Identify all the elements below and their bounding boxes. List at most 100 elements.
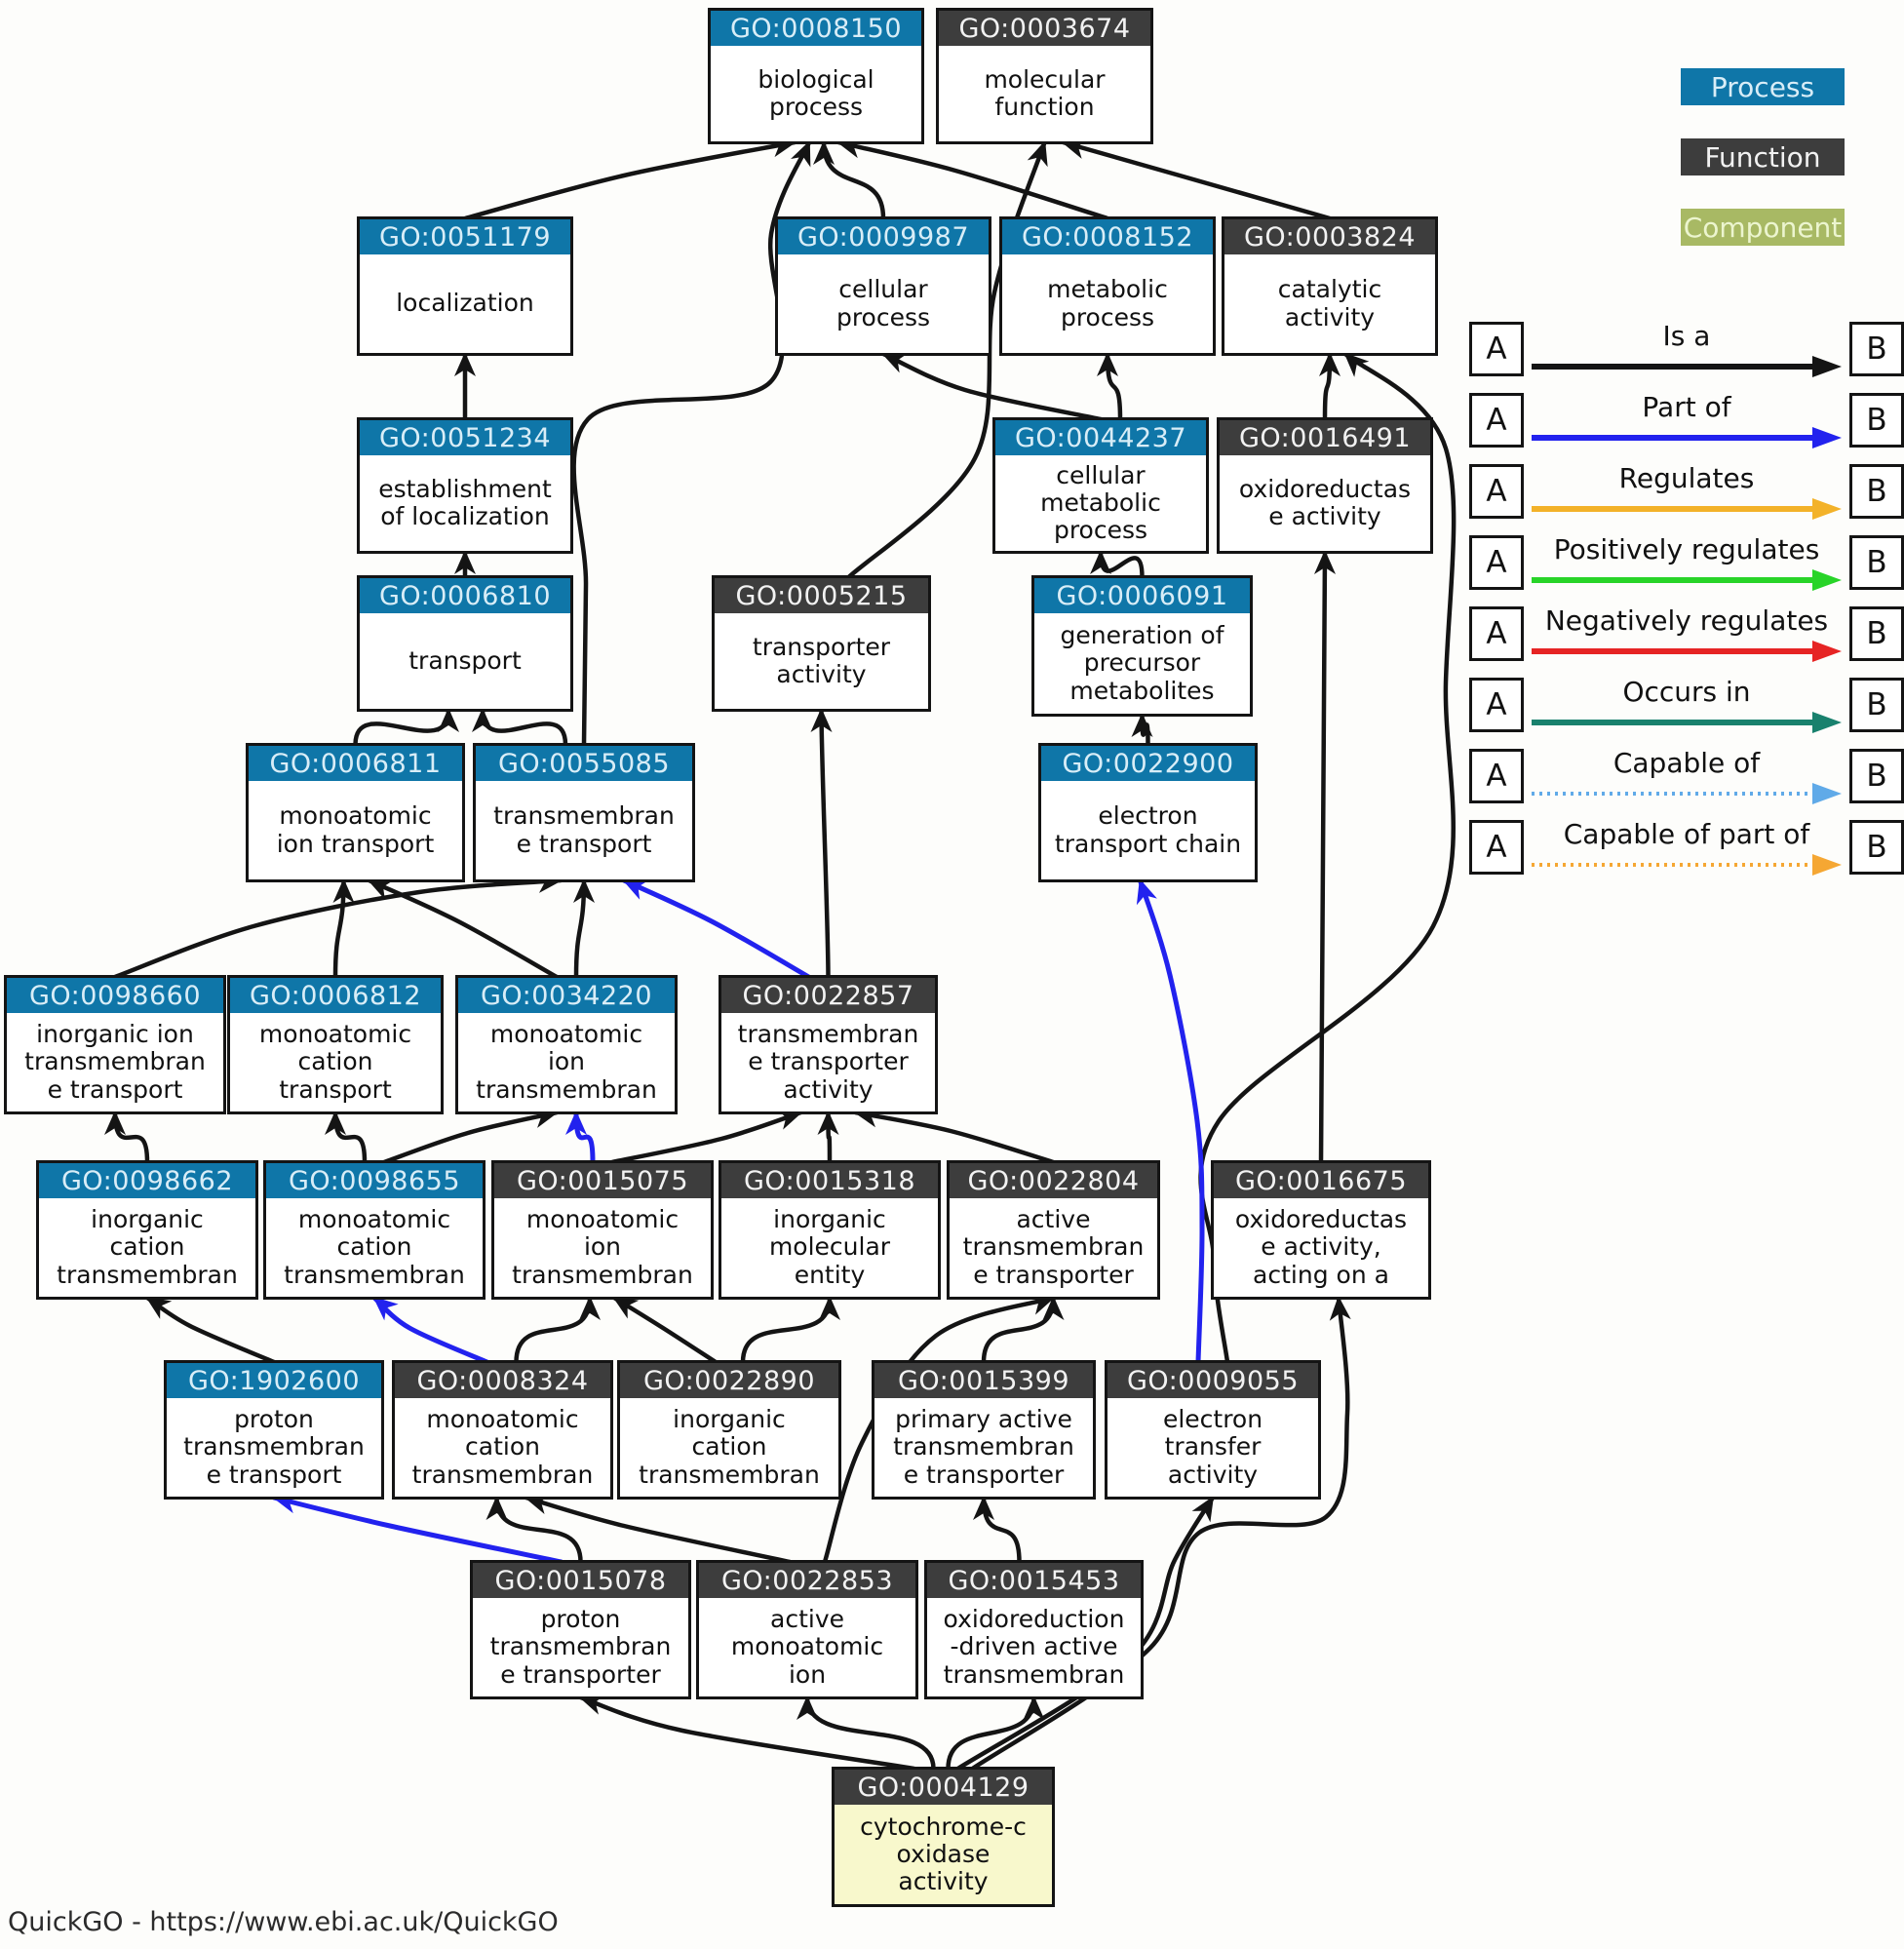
legend-node-a: A: [1469, 464, 1524, 519]
legend-node-b: B: [1849, 464, 1904, 519]
edge-is_a: [332, 877, 355, 980]
edge-is_a: [846, 139, 1048, 580]
edge-part_of: [565, 1110, 596, 1165]
edge-is_a: [578, 1694, 916, 1772]
go-term-label: active transmembran e transporter: [950, 1198, 1157, 1297]
go-id: GO:0006810: [360, 578, 570, 613]
go-id: GO:0015453: [927, 1563, 1141, 1598]
quickgo-attribution: QuickGO - https://www.ebi.ac.uk/QuickGO: [8, 1907, 559, 1937]
legend-node-a: A: [1469, 678, 1524, 732]
go-term-label: monoatomic ion transport: [249, 781, 462, 879]
edge-is_a: [1097, 351, 1123, 422]
go-id: GO:0098655: [266, 1163, 483, 1198]
go-id: GO:0006812: [230, 978, 441, 1013]
edge-is_a: [611, 1295, 719, 1365]
legend-node-a: A: [1469, 393, 1524, 448]
go-id: GO:0022853: [699, 1563, 915, 1598]
legend-node-b: B: [1849, 535, 1904, 590]
relation-arrow-icon: [1532, 712, 1842, 733]
edge-is_a: [817, 1110, 839, 1165]
edge-is_a: [835, 136, 1110, 221]
edge-part_of: [271, 1492, 563, 1565]
go-term-label: monoatomic cation transmembran: [266, 1198, 483, 1297]
relation-label: Part of: [1642, 391, 1731, 423]
relation-arrow-icon: [1532, 498, 1842, 520]
go-id: GO:0098660: [7, 978, 223, 1013]
edge-is_a: [609, 1109, 803, 1165]
go-id: GO:0044237: [995, 420, 1206, 455]
go-term-label: inorganic cation transmembran: [39, 1198, 255, 1297]
go-id: GO:0022857: [721, 978, 935, 1013]
go-id: GO:0055085: [476, 746, 692, 781]
edge-is_a: [973, 1495, 1022, 1565]
edge-is_a: [462, 136, 797, 221]
go-term-label: monoatomic cation transport: [230, 1013, 441, 1111]
legend-node-b: B: [1849, 322, 1904, 376]
relation-arrow-icon: [1532, 356, 1842, 377]
go-term-label: oxidoreductas e activity, acting on a: [1214, 1198, 1428, 1297]
legend-node-a: A: [1469, 749, 1524, 803]
go-id: GO:0051179: [360, 219, 570, 254]
go-id: GO:0022900: [1041, 746, 1255, 781]
edge-is_a: [112, 871, 563, 980]
relation-legend-row: A Occurs in B: [1469, 676, 1904, 736]
go-id: GO:0009987: [778, 219, 989, 254]
go-term-label: biological process: [711, 46, 921, 141]
edge-is_a: [853, 1106, 1056, 1165]
relation-arrow-icon: [1532, 783, 1842, 804]
go-term-label: generation of precursor metabolites: [1034, 613, 1250, 714]
go-id: GO:0015399: [874, 1363, 1093, 1398]
go-id: GO:0006811: [249, 746, 462, 781]
go-id: GO:0016491: [1220, 420, 1430, 455]
relation-arrow-icon: [1532, 641, 1842, 662]
legend-node-a: A: [1469, 322, 1524, 376]
legend-node-b: B: [1849, 820, 1904, 875]
relation-label: Occurs in: [1622, 676, 1751, 708]
edge-is_a: [325, 1110, 368, 1165]
go-id: GO:0098662: [39, 1163, 255, 1198]
edge-is_a: [740, 1295, 840, 1365]
go-id: GO:0006091: [1034, 578, 1250, 613]
relation-arrow-icon: [1532, 569, 1842, 591]
go-id: GO:0022804: [950, 1163, 1157, 1198]
legend-node-b: B: [1849, 678, 1904, 732]
edge-is_a: [367, 877, 560, 980]
